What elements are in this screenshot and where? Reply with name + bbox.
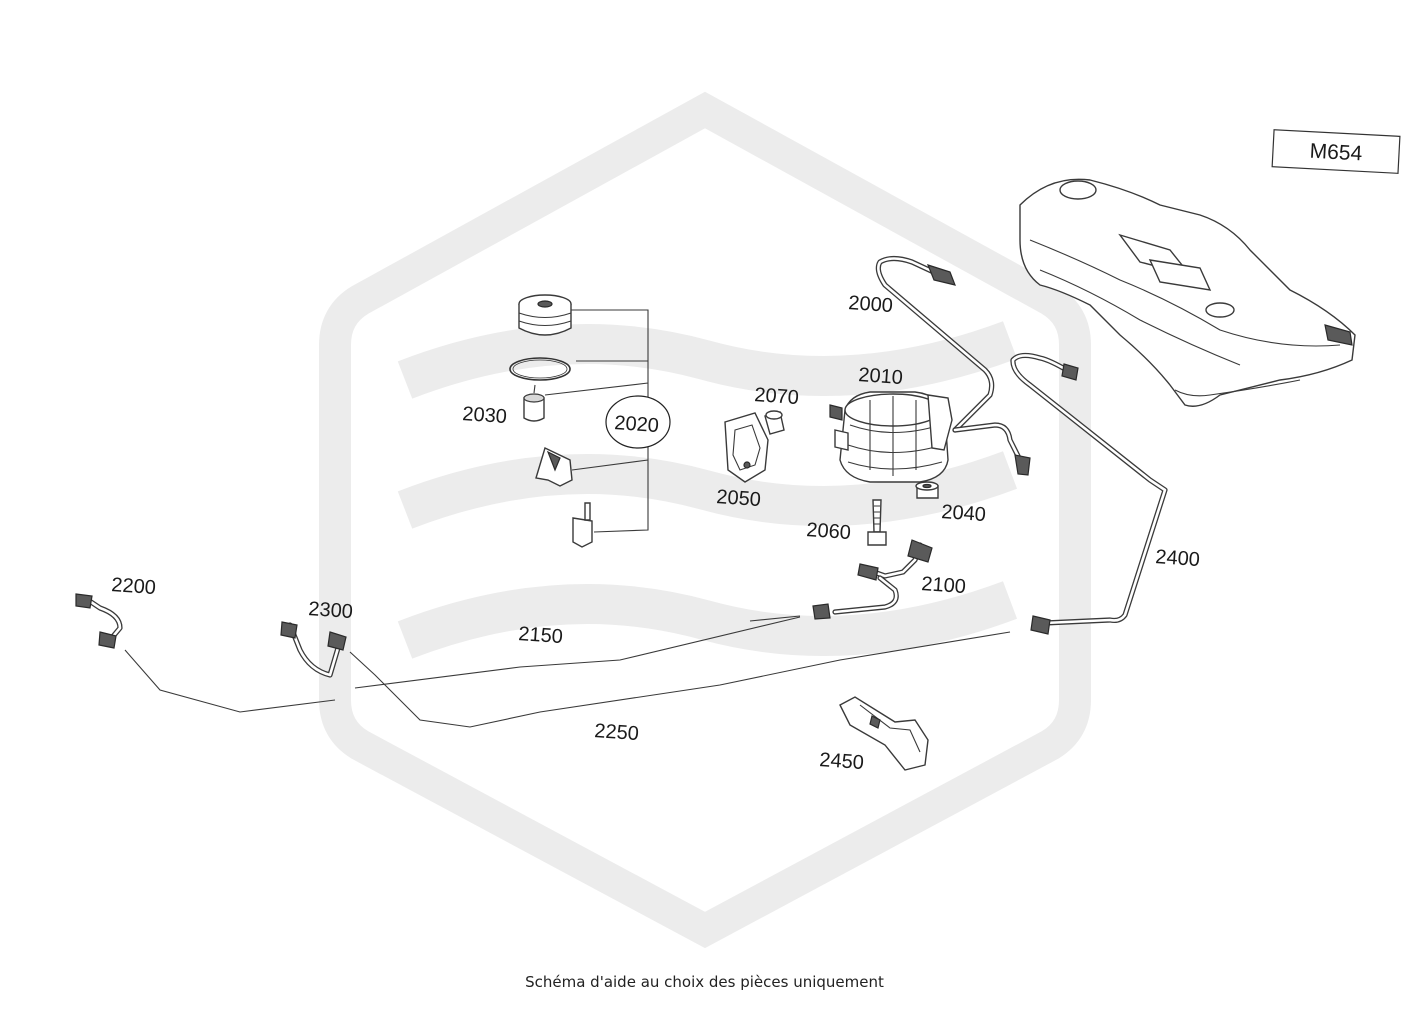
part-2100-connector-line[interactable] (812, 539, 933, 620)
callout-2060[interactable]: 2060 (806, 519, 852, 544)
part-2040-spacer[interactable] (915, 481, 939, 499)
callout-2040[interactable]: 2040 (941, 501, 987, 526)
part-2070-cap[interactable] (764, 410, 785, 435)
part-2050-mounting-plate[interactable] (724, 412, 769, 483)
callout-2010[interactable]: 2010 (858, 364, 904, 389)
callout-2070[interactable]: 2070 (754, 384, 800, 409)
part-2250-fuel-line[interactable] (349, 631, 1011, 728)
part-2300-fuel-line[interactable] (280, 621, 347, 678)
engine-code-box: M654 (1271, 129, 1401, 174)
engine-code-label: M654 (1309, 140, 1363, 166)
diagram-caption: Schéma d'aide au choix des pièces unique… (525, 973, 884, 991)
callout-2000[interactable]: 2000 (848, 292, 894, 317)
callout-2400[interactable]: 2400 (1155, 546, 1201, 571)
part-2030-plug[interactable] (523, 384, 545, 422)
callout-2200[interactable]: 2200 (111, 574, 157, 599)
part-2000-fuel-line[interactable] (875, 255, 1031, 476)
part-2200-fuel-line[interactable] (75, 593, 336, 713)
callout-2300[interactable]: 2300 (308, 598, 354, 623)
part-2400-fuel-line[interactable] (1010, 352, 1168, 635)
callout-2020-circle (605, 395, 671, 449)
callout-2250[interactable]: 2250 (594, 720, 640, 745)
callout-2150[interactable]: 2150 (518, 623, 564, 648)
part-2450-bracket[interactable] (839, 696, 929, 771)
part-2060-bolt[interactable] (867, 499, 887, 546)
callout-2020[interactable]: 2020 (614, 412, 660, 437)
callout-2100[interactable]: 2100 (921, 573, 967, 598)
part-2010-filter-housing[interactable] (829, 391, 953, 483)
part-2150-fuel-line[interactable] (354, 615, 801, 689)
fuel-tank-icon[interactable] (1019, 178, 1356, 407)
watermark-logo-icon (319, 91, 1091, 949)
callout-2450[interactable]: 2450 (819, 749, 865, 774)
callout-2030[interactable]: 2030 (462, 403, 508, 428)
callout-2050[interactable]: 2050 (716, 486, 762, 511)
